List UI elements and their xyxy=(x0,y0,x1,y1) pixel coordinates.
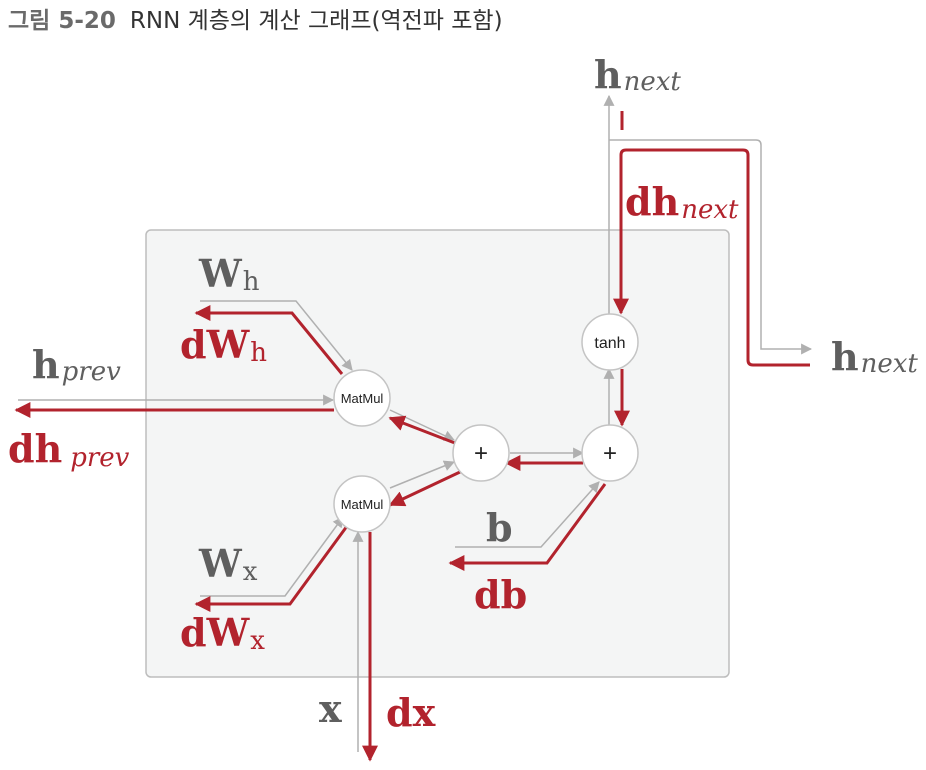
backward-matmul-to-dwh xyxy=(194,305,344,375)
forward-b-to-add xyxy=(455,481,600,548)
label-w-h: Wh xyxy=(198,251,260,297)
backward-add-to-matmul-x xyxy=(388,470,461,507)
matmul-x-label: MatMul xyxy=(341,497,384,512)
forward-wx-to-matmul xyxy=(200,516,344,597)
backward-matmul-to-dwx xyxy=(194,521,352,612)
figure-caption: RNN 계층의 계산 그래프(역전파 포함) xyxy=(129,8,503,34)
add-node-2-label: + xyxy=(603,440,617,467)
label-w-x: Wx xyxy=(198,541,258,587)
forward-hnext-branch-right xyxy=(609,139,813,355)
label-h-next-right: hnext xyxy=(831,334,918,379)
label-db: db xyxy=(474,572,527,617)
label-h-prev: hprev xyxy=(32,342,121,387)
backward-dhnext-loop-to-tanh xyxy=(613,148,810,367)
figure-number: 그림 5-20 xyxy=(8,8,116,34)
forward-matmul-h-to-add xyxy=(389,409,455,441)
label-dh-next: dhnext xyxy=(625,179,739,225)
label-x: x xyxy=(319,686,342,731)
tanh-label: tanh xyxy=(594,335,625,352)
matmul-h-node: MatMul xyxy=(333,369,391,427)
label-dx: dx xyxy=(386,690,436,735)
matmul-h-label: MatMul xyxy=(341,391,384,406)
label-b: b xyxy=(486,505,513,550)
add-node-1-label: + xyxy=(474,440,488,467)
forward-matmul-x-to-add xyxy=(389,460,456,489)
label-h-next-top: hnext xyxy=(594,52,681,97)
add-node-2: + xyxy=(581,424,639,482)
forward-wh-to-matmul xyxy=(200,300,353,371)
tanh-node: tanh xyxy=(581,313,639,371)
add-node-1: + xyxy=(452,424,510,482)
backward-add-to-db xyxy=(448,483,607,571)
label-dw-x: dWx xyxy=(180,610,265,656)
matmul-x-node: MatMul xyxy=(333,475,391,533)
label-dw-h: dWh xyxy=(180,322,267,368)
backward-add-to-matmul-h xyxy=(388,415,461,447)
figure-title: 그림 5-20 RNN 계층의 계산 그래프(역전파 포함) xyxy=(8,4,503,38)
